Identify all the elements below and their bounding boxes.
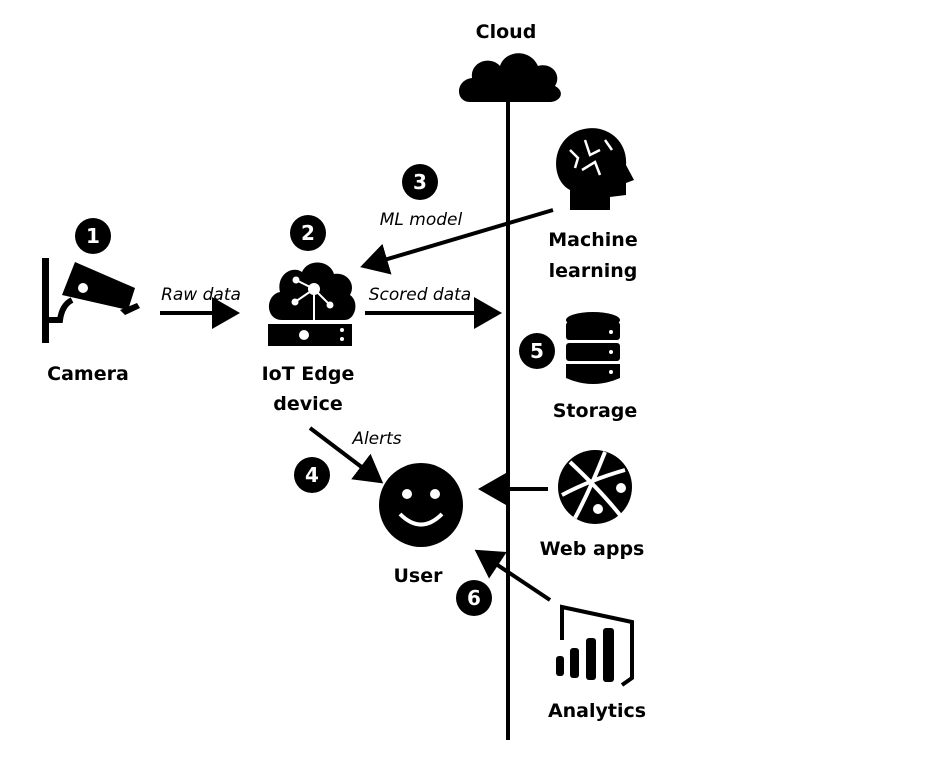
machine-learning-label-line2: learning (549, 260, 638, 282)
camera-label: Camera (47, 363, 129, 385)
scored-data-label: Scored data (369, 285, 471, 305)
step-6-badge: 6 (456, 580, 492, 616)
alerts-label: Alerts (351, 429, 401, 449)
raw-data-label: Raw data (161, 285, 241, 305)
storage-label: Storage (553, 400, 638, 422)
svg-text:3: 3 (413, 170, 427, 194)
smiley-icon (379, 463, 463, 547)
step-3-badge: 3 (402, 164, 438, 200)
database-icon (566, 312, 620, 384)
machine-learning-label-line1: Machine (548, 229, 637, 251)
svg-text:2: 2 (301, 221, 315, 245)
security-camera-icon (42, 258, 140, 343)
step-5-badge: 5 (519, 333, 555, 369)
step-2-badge: 2 (290, 215, 326, 251)
iot-edge-icon (268, 262, 356, 346)
globe-icon (558, 450, 632, 524)
iot-edge-label-line1: IoT Edge (262, 363, 355, 385)
web-apps-label: Web apps (540, 538, 645, 560)
svg-text:4: 4 (305, 463, 319, 487)
cloud-label: Cloud (476, 21, 537, 43)
cloud-icon (458, 53, 561, 102)
ml-model-arrow (360, 208, 554, 275)
brain-head-icon (556, 128, 634, 210)
alerts-arrow (308, 426, 384, 484)
analytics-label: Analytics (548, 700, 646, 722)
power-bi-icon (556, 604, 634, 687)
svg-text:5: 5 (530, 339, 544, 363)
svg-text:1: 1 (86, 224, 100, 248)
analytics-arrow (474, 549, 552, 602)
ml-model-label: ML model (380, 210, 463, 230)
step-1-badge: 1 (75, 218, 111, 254)
user-label: User (394, 565, 444, 587)
svg-text:6: 6 (467, 586, 481, 610)
iot-edge-label-line2: device (273, 393, 343, 415)
step-4-badge: 4 (294, 457, 330, 493)
